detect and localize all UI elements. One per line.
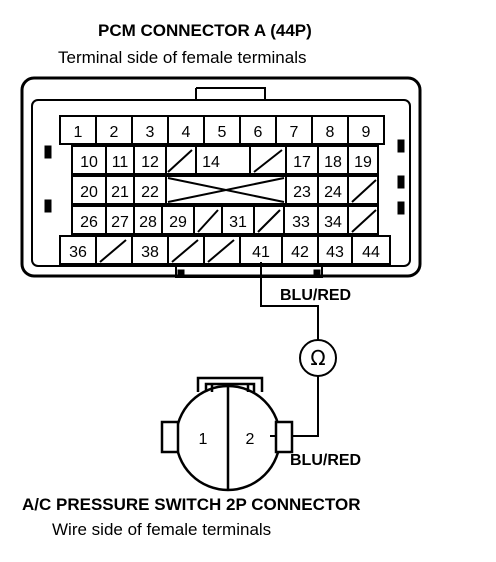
pcm-connector-housing	[20, 76, 422, 278]
terminal-10: 10	[80, 154, 98, 171]
wire-color-label-lower: BLU/RED	[290, 452, 361, 469]
terminal-20: 20	[80, 184, 98, 201]
terminal-6: 6	[254, 124, 263, 141]
terminal-31: 31	[229, 214, 247, 231]
ohmmeter-symbol	[299, 339, 337, 377]
terminal-23: 23	[293, 184, 311, 201]
terminal-7: 7	[290, 124, 299, 141]
switch-terminal-1: 1	[199, 431, 208, 448]
pcm-connector-title: PCM CONNECTOR A (44P)	[98, 21, 312, 40]
terminal-28: 28	[139, 214, 157, 231]
terminal-29: 29	[169, 214, 187, 231]
terminal-41: 41	[252, 244, 270, 261]
terminal-row-2	[71, 145, 379, 175]
terminal-labels: 1 2 3 4 5 6 7 8 9 10 11 12 14 17 18 19 2…	[69, 124, 380, 261]
switch-terminal-2: 2	[246, 431, 255, 448]
terminal-row-5	[59, 235, 391, 265]
wire-color-label-upper: BLU/RED	[280, 287, 351, 304]
terminal-11: 11	[112, 154, 129, 171]
terminal-18: 18	[324, 154, 342, 171]
terminal-43: 43	[326, 244, 344, 261]
terminal-21: 21	[111, 184, 129, 201]
terminal-4: 4	[182, 124, 191, 141]
pcm-connector-subtitle: Terminal side of female terminals	[58, 48, 306, 67]
terminal-34: 34	[324, 214, 342, 231]
switch-connector-title: A/C PRESSURE SWITCH 2P CONNECTOR	[22, 495, 360, 514]
switch-connector-body	[160, 376, 294, 492]
terminal-33: 33	[292, 214, 310, 231]
terminal-27: 27	[111, 214, 129, 231]
terminal-3: 3	[146, 124, 155, 141]
terminal-19: 19	[354, 154, 372, 171]
terminal-5: 5	[218, 124, 227, 141]
terminal-26: 26	[80, 214, 98, 231]
terminal-38: 38	[141, 244, 159, 261]
terminal-12: 12	[141, 154, 159, 171]
switch-connector-subtitle: Wire side of female terminals	[52, 520, 271, 539]
terminal-42: 42	[291, 244, 309, 261]
terminal-44: 44	[362, 244, 380, 261]
test-wire	[260, 262, 319, 437]
terminal-row-4	[71, 205, 379, 235]
terminal-22: 22	[141, 184, 159, 201]
terminal-2: 2	[110, 124, 119, 141]
terminal-17: 17	[293, 154, 311, 171]
terminal-24: 24	[324, 184, 342, 201]
pcm-terminal-grid	[59, 115, 391, 265]
terminal-row-3	[71, 175, 379, 205]
terminal-9: 9	[362, 124, 371, 141]
terminal-1: 1	[74, 124, 83, 141]
terminal-8: 8	[326, 124, 335, 141]
terminal-36: 36	[69, 244, 87, 261]
ohm-icon: Ω	[310, 346, 325, 370]
terminal-14: 14	[202, 154, 220, 171]
terminal-row-1	[59, 115, 385, 145]
